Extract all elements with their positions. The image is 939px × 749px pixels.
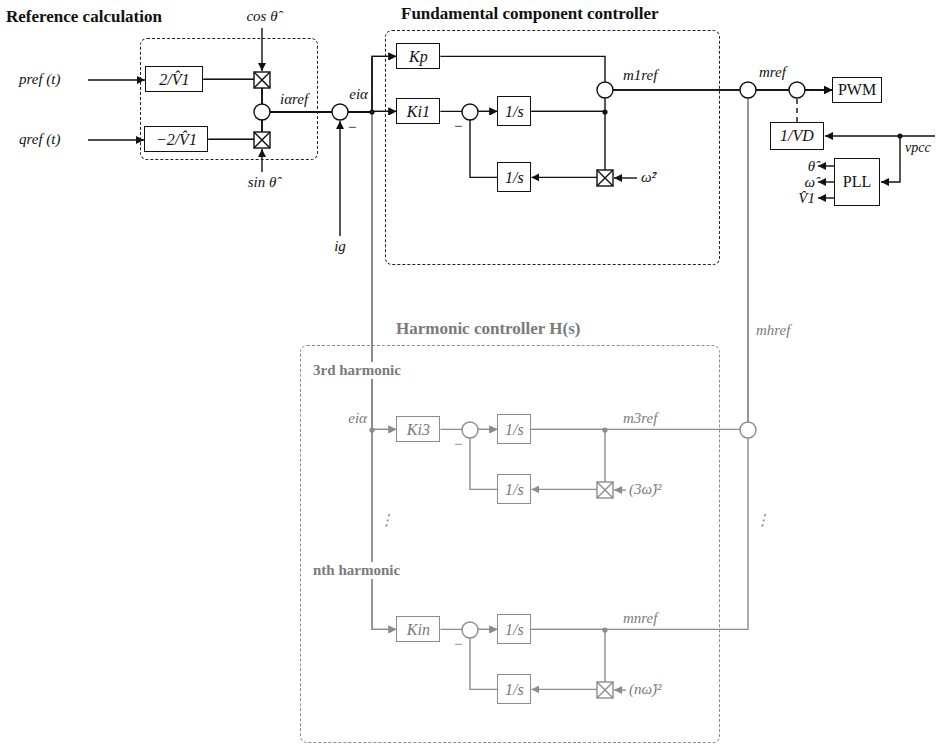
signal-label: mnref [622,610,658,627]
integrator-block: 1/s [497,96,531,126]
signal-connector [470,429,497,489]
signal-label: (3ω̂)² [628,481,663,498]
block-text: −2/V̂1 [156,131,197,149]
signal-label: V̂1 [797,190,816,207]
gain-block: −2/V̂1 [144,126,208,152]
gain-block: Ki3 [396,416,440,442]
harmonic-multipliers [597,482,613,698]
signal-label: qref (t) [18,131,62,148]
gain-block: Kp [396,43,440,69]
signal-connector [470,629,497,689]
block-text: Kin [407,621,430,639]
block-text: 1/s [505,621,524,639]
integrator-block: 1/s [497,474,531,504]
signal-label: cos θ̂ [245,8,278,25]
block-text: Ki1 [407,103,430,121]
group-title: Reference calculation [6,7,162,27]
signal-label: m3ref [622,410,658,427]
signal-connector [440,56,832,90]
signal-label: m1ref [622,67,658,84]
signal-wires [88,28,935,236]
signal-label: − [452,636,464,653]
signal-connector [531,629,605,689]
harmonic-wires [614,490,626,690]
signal-label: ω̂² [640,169,657,186]
gain-block: 1/VD [770,122,824,150]
block-text: PWM [838,81,876,99]
block-text: 1/s [505,681,524,699]
block-text: 2/V̂1 [159,71,189,89]
group-box: Fundamental component controllerKpKi11/s… [385,30,720,265]
group-title: Harmonic controller H(s) [396,319,580,339]
section-heading: nth harmonic [312,562,401,579]
harmonic-dots [369,427,607,632]
integrator-block: 1/s [497,162,531,192]
block-text: 1/s [505,169,524,187]
block-text: PLL [843,173,871,191]
block-text: 1/s [505,481,524,499]
signal-label: − [452,118,464,135]
integrator-block: 1/s [497,614,531,644]
signal-label: ⋮ [378,512,395,529]
signal-label: vpcc [904,140,932,155]
signal-label: ig [333,238,347,255]
gain-block: Ki1 [396,98,440,124]
pll-block: PLL [834,158,880,206]
signal-label: sin θ̂ [247,174,278,191]
block-text: Kp [409,48,428,66]
gain-block: 2/V̂1 [145,66,203,92]
harmonic-junctions [462,422,756,638]
signal-connector [531,90,832,429]
group-title: Fundamental component controller [401,4,659,24]
integrator-block: 1/s [497,674,531,704]
block-text: 1/VD [780,127,814,145]
signal-connector [470,111,497,177]
signal-label: (nω̂)² [628,681,663,698]
signal-connector [531,429,605,489]
signal-label: mref [758,64,787,81]
signal-label: − [452,436,464,453]
pwm-block: PWM [832,77,882,103]
signal-label: eiα [347,410,368,427]
gain-block: Kin [396,616,440,642]
signal-connector [531,90,832,629]
signal-label: ⋮ [754,512,771,529]
multiplier-symbols [254,72,613,186]
signal-label: ω̂ [803,174,816,191]
signal-connector [203,56,396,112]
signal-connector [208,111,396,139]
block-text: Ki3 [407,421,430,439]
signal-label: mhref [755,322,791,339]
signal-connector [203,79,396,112]
signal-connector [208,56,396,139]
signal-connector [531,111,605,177]
integrator-block: 1/s [497,414,531,444]
signal-label: eiα [348,86,369,103]
block-text: 1/s [505,421,524,439]
block-text: 1/s [505,103,524,121]
section-heading: 3rd harmonic [312,362,402,379]
signal-label: − [346,119,358,136]
signal-label: θ̂ [807,158,816,175]
signal-label: pref (t) [18,71,62,88]
signal-label: iαref [279,91,309,108]
signal-connector [531,90,832,111]
